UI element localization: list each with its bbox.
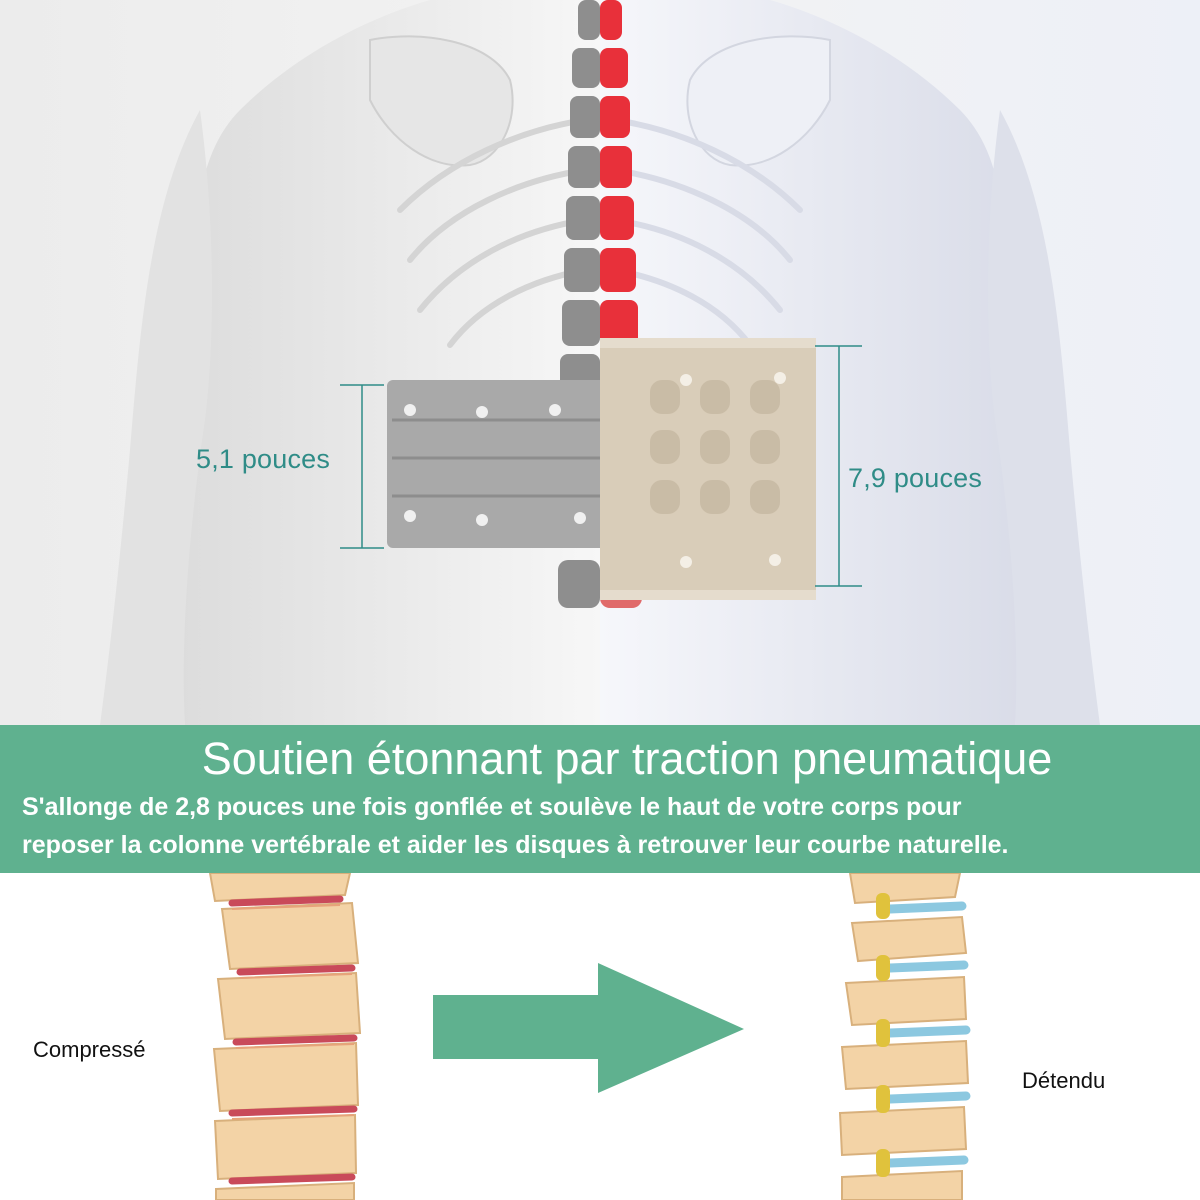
- arm-left: [100, 110, 212, 725]
- spine-comparison: Compressé Détendu: [0, 873, 1200, 1200]
- ribs-left: [397, 117, 588, 348]
- spine-gray: [558, 0, 600, 608]
- compressed-label: Compressé: [33, 1037, 146, 1062]
- spine-compressed: [208, 873, 362, 1200]
- belt-inflated: [600, 338, 816, 600]
- banner-description: S'allonge de 2,8 pouces une fois gonflée…: [22, 788, 1192, 864]
- ribs-right: [612, 117, 803, 348]
- measurement-before-label: 5,1 pouces: [196, 444, 331, 474]
- arrow-right-icon: [433, 963, 744, 1093]
- discs-healthy: [885, 901, 971, 1168]
- scapula-right: [686, 35, 831, 167]
- banner-title: Soutien étonnant par traction pneumatiqu…: [201, 733, 1053, 784]
- banner-description-line-1: S'allonge de 2,8 pouces une fois gonflée…: [22, 793, 962, 821]
- measure-bracket-right: [815, 345, 862, 587]
- back-illustration: 5,1 pouces 7,9 pouces: [0, 0, 1200, 725]
- measure-bracket-left: [340, 384, 384, 549]
- measurement-after-label: 7,9 pouces: [848, 463, 983, 493]
- scapula-left: [369, 35, 514, 167]
- banner-description-line-2: reposer la colonne vertébrale et aider l…: [22, 831, 1009, 859]
- discs-inflamed: [228, 895, 358, 1185]
- spine-comparison-svg: [208, 873, 971, 1200]
- relaxed-label: Détendu: [1022, 1068, 1106, 1093]
- arm-right: [988, 110, 1100, 725]
- feature-banner: Soutien étonnant par traction pneumatiqu…: [0, 725, 1200, 873]
- belt-compressed: [387, 380, 609, 548]
- nerves-healthy: [876, 893, 890, 1177]
- discs-inflamed-glow: [231, 904, 355, 1120]
- torso-svg: [100, 0, 1100, 725]
- spine-relaxed: [838, 873, 970, 1200]
